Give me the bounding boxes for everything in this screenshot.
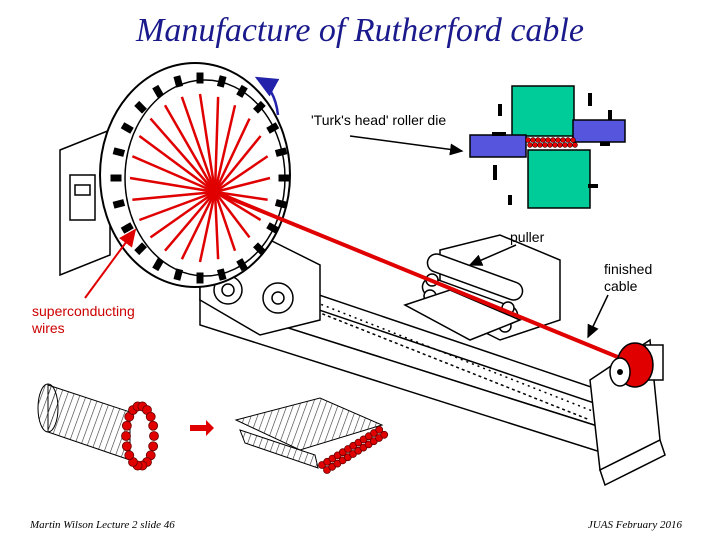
wires-label-line1: superconducting bbox=[32, 303, 135, 319]
footer-left: Martin Wilson Lecture 2 slide 46 bbox=[30, 519, 175, 531]
spool bbox=[196, 272, 204, 284]
spool bbox=[112, 199, 126, 209]
spool bbox=[120, 122, 134, 134]
spool bbox=[173, 75, 184, 88]
wires-pointer bbox=[84, 228, 137, 299]
finished-cable-reel bbox=[609, 342, 654, 388]
cable-path bbox=[214, 190, 626, 362]
wires-label-line2: wires bbox=[32, 320, 65, 336]
spool bbox=[134, 242, 147, 256]
transform-arrow bbox=[190, 420, 214, 436]
spool bbox=[134, 100, 147, 114]
spool bbox=[216, 268, 227, 281]
turks-head-pointer bbox=[349, 135, 464, 156]
round-strand-illustration bbox=[37, 383, 159, 471]
spool bbox=[236, 84, 248, 98]
spool bbox=[278, 174, 290, 182]
spool bbox=[236, 258, 248, 272]
spool bbox=[266, 122, 280, 134]
spool bbox=[112, 147, 126, 157]
rotation-arrow bbox=[254, 76, 280, 116]
turks-head-label: 'Turk's head' roller die bbox=[311, 112, 447, 128]
spool bbox=[152, 258, 164, 272]
roller-die-diagram bbox=[469, 85, 626, 209]
turks-head-drum bbox=[99, 62, 291, 288]
slide-title: Manufacture of Rutherford cable bbox=[136, 12, 584, 49]
finished-cable-pointer bbox=[587, 294, 609, 339]
flat-cable-illustration bbox=[234, 397, 389, 474]
spool bbox=[196, 72, 204, 84]
spool bbox=[173, 268, 184, 281]
spool bbox=[274, 199, 288, 209]
puller-label: puller bbox=[510, 229, 545, 245]
spool bbox=[274, 147, 288, 157]
spool bbox=[110, 174, 122, 182]
finished-cable-label-line2: cable bbox=[604, 278, 638, 294]
spool bbox=[216, 75, 227, 88]
spool bbox=[253, 100, 266, 114]
puller-pointer bbox=[468, 244, 517, 266]
finished-cable-label-line1: finished bbox=[604, 261, 653, 277]
footer-right: JUAS February 2016 bbox=[587, 519, 682, 531]
superconducting-wires bbox=[129, 93, 271, 263]
spool bbox=[152, 84, 164, 98]
spool bbox=[266, 222, 280, 234]
spool bbox=[253, 242, 266, 256]
